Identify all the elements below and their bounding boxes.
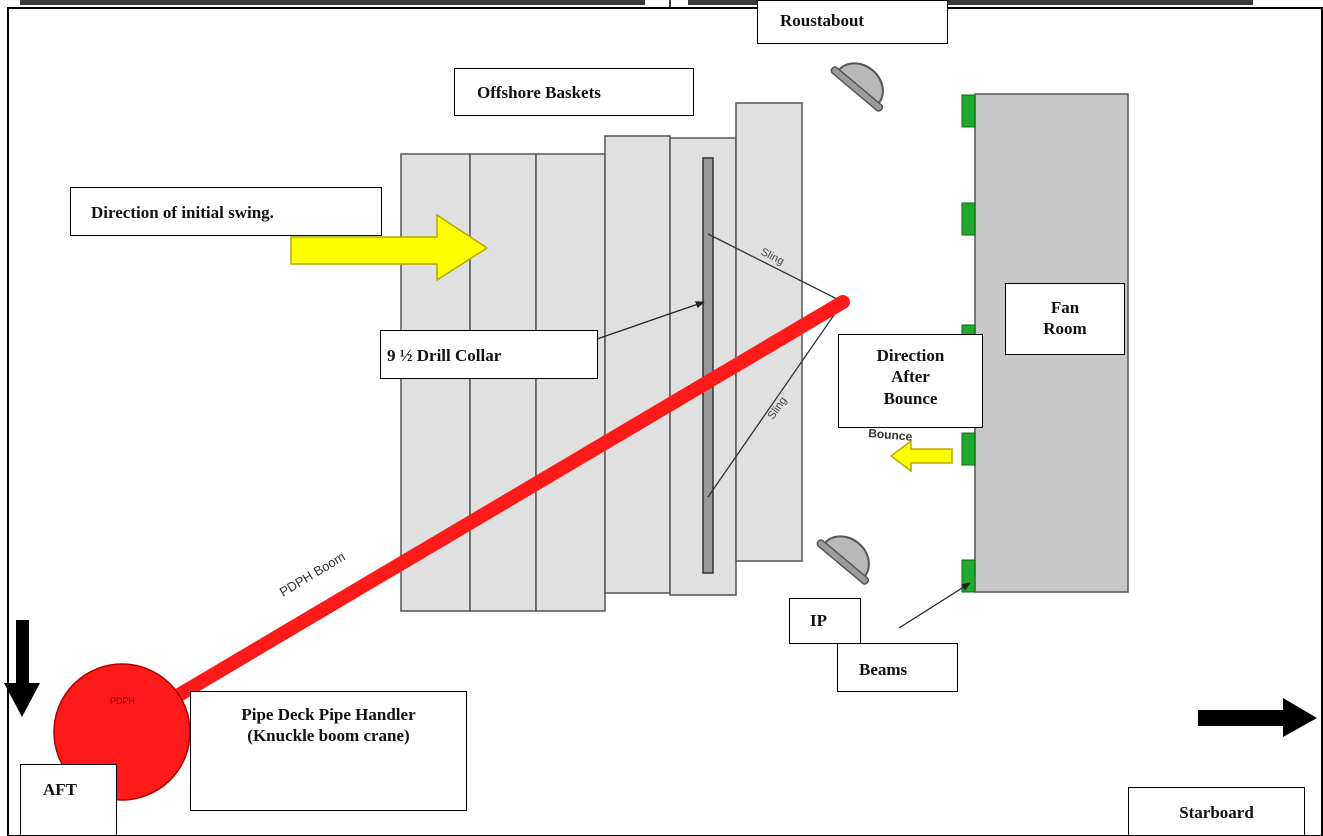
aft-label: AFT xyxy=(20,764,117,836)
initial-swing-label: Direction of initial swing. xyxy=(70,187,382,236)
direction-after-bounce-label: Direction After Bounce xyxy=(838,334,983,428)
top-photo-right xyxy=(688,0,1253,5)
pipe-handler-label: Pipe Deck Pipe Handler (Knuckle boom cra… xyxy=(190,691,467,811)
basket-3 xyxy=(535,153,606,612)
beam-4 xyxy=(961,432,976,466)
boom-text: PDPH Boom xyxy=(277,549,348,600)
bounce-text: Bounce xyxy=(868,426,913,444)
beams-pointer xyxy=(898,582,971,629)
starboard-label: Starboard xyxy=(1128,787,1305,836)
drill-collar-pointer xyxy=(596,301,705,340)
drill-collar-label: 9 ½ Drill Collar xyxy=(380,330,598,379)
arrow-right-icon xyxy=(1198,698,1317,737)
offshore-baskets-label: Offshore Baskets xyxy=(454,68,694,116)
hard-hat-icon xyxy=(830,62,884,112)
basket-2 xyxy=(469,153,537,612)
handler-text: PDPH xyxy=(110,696,135,706)
sling-lower xyxy=(707,301,844,498)
top-photo-left xyxy=(20,0,645,5)
page-frame xyxy=(7,7,1323,836)
ip-label: IP xyxy=(789,598,861,644)
beams-label: Beams xyxy=(837,643,958,692)
pdph-boom xyxy=(133,295,850,725)
roustabout-label: Roustabout xyxy=(757,0,948,44)
arrow-down-icon xyxy=(4,620,40,717)
hard-hat-icon xyxy=(816,535,870,585)
sling-upper xyxy=(707,233,844,303)
beam-2 xyxy=(961,202,976,236)
bounce-arrow xyxy=(889,439,953,473)
drill-collar xyxy=(702,157,714,574)
beam-1 xyxy=(961,94,976,128)
fan-room-label: Fan Room xyxy=(1005,283,1125,355)
initial-swing-arrow xyxy=(290,213,489,282)
basket-4 xyxy=(604,135,671,594)
